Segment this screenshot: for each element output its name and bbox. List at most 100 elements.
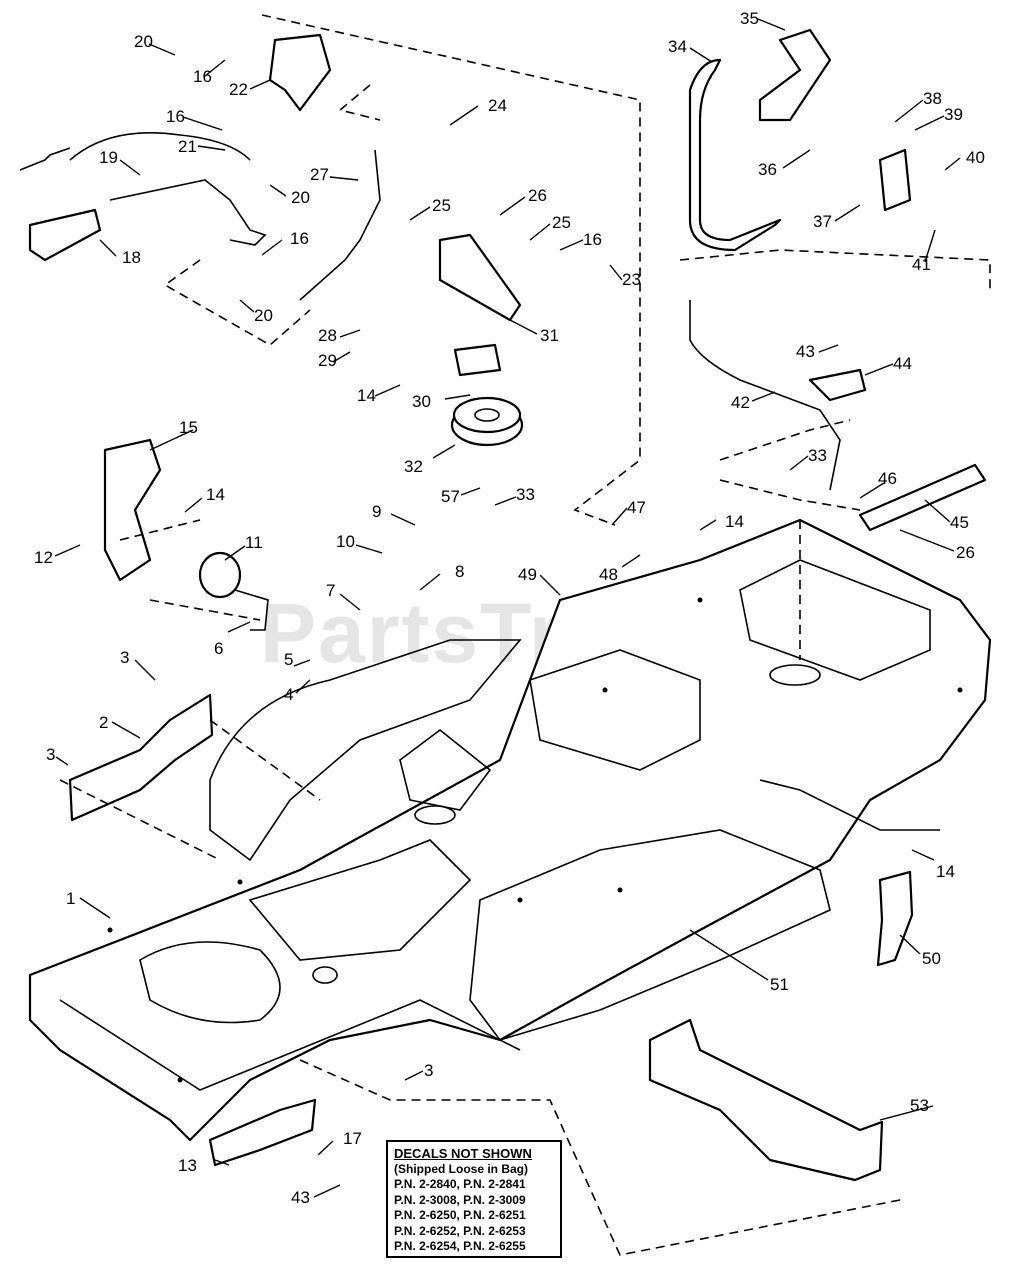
- callout-45: 45: [950, 513, 969, 532]
- callout-3: 3: [46, 745, 55, 764]
- callout-13: 13: [178, 1156, 197, 1175]
- callout-33: 33: [808, 446, 827, 465]
- callout-48: 48: [599, 565, 618, 584]
- bracket-15: [103, 438, 162, 582]
- callout-19: 19: [99, 148, 118, 167]
- decal-part-line: P.N. 2-6250, P.N. 2-6251: [394, 1208, 526, 1222]
- callout-11: 11: [245, 533, 263, 552]
- callout-32: 32: [404, 457, 423, 476]
- dashed-relations: [59, 14, 991, 1256]
- callout-16: 16: [290, 229, 309, 248]
- callout-20: 20: [291, 188, 310, 207]
- callout-3: 3: [120, 648, 129, 667]
- callout-26: 26: [528, 186, 547, 205]
- callout-57: 57: [441, 487, 460, 506]
- callout-35: 35: [740, 9, 759, 28]
- rod-27: [299, 149, 381, 301]
- decal-part-line: P.N. 2-2840, P.N. 2-2841: [394, 1177, 526, 1191]
- callout-46: 46: [878, 469, 897, 488]
- decal-part-line: P.N. 2-6254, P.N. 2-6255: [394, 1239, 526, 1253]
- decals-not-shown-box: DECALS NOT SHOWN (Shipped Loose in Bag) …: [386, 1140, 562, 1258]
- shift-lever-34: [688, 58, 782, 252]
- callout-38: 38: [923, 89, 942, 108]
- callout-31: 31: [540, 326, 559, 345]
- callout-8: 8: [455, 562, 464, 581]
- bracket-13: [208, 1098, 317, 1167]
- callout-27: 27: [310, 165, 329, 184]
- callout-30: 30: [412, 392, 431, 411]
- link-45: [858, 463, 987, 532]
- callout-42: 42: [731, 393, 750, 412]
- callout-23: 23: [622, 270, 641, 289]
- callout-47: 47: [627, 498, 646, 517]
- shift-lever-19: [109, 179, 267, 246]
- callout-2: 2: [99, 713, 108, 732]
- callout-14: 14: [725, 512, 744, 531]
- callout-1: 1: [66, 889, 75, 908]
- callout-40: 40: [966, 148, 985, 167]
- callout-20: 20: [254, 306, 273, 325]
- bracket-22: [268, 33, 332, 112]
- callout-20: 20: [134, 32, 153, 51]
- decals-box-title: DECALS NOT SHOWN: [394, 1146, 532, 1161]
- callout-12: 12: [34, 548, 53, 567]
- callout-44: 44: [893, 354, 912, 373]
- idler-arm-31: [438, 233, 522, 322]
- bracket-50: [876, 870, 914, 967]
- callout-4: 4: [284, 685, 293, 704]
- callout-5: 5: [284, 650, 293, 669]
- decal-part-line: P.N. 2-6252, P.N. 2-6253: [394, 1223, 526, 1238]
- callout-14: 14: [357, 386, 376, 405]
- handle-grip-35: [758, 28, 832, 122]
- bracket-2: [68, 693, 214, 822]
- callout-37: 37: [813, 212, 832, 231]
- callout-14: 14: [936, 862, 955, 881]
- callout-24: 24: [488, 96, 507, 115]
- callout-25: 25: [552, 213, 571, 232]
- leader-lines: [54, 18, 961, 1198]
- callout-51: 51: [770, 975, 789, 994]
- callout-39: 39: [944, 105, 963, 124]
- callout-21: 21: [178, 137, 197, 156]
- callout-16: 16: [193, 67, 212, 86]
- callout-7: 7: [326, 581, 335, 600]
- decal-part-line: P.N. 2-3008, P.N. 2-3009: [394, 1192, 526, 1207]
- callout-53: 53: [910, 1096, 929, 1115]
- callout-16: 16: [166, 107, 185, 126]
- callout-28: 28: [318, 326, 337, 345]
- callout-16: 16: [583, 230, 602, 249]
- callout-15: 15: [179, 418, 198, 437]
- callout-22: 22: [229, 80, 248, 99]
- callout-36: 36: [758, 160, 777, 179]
- rear-plate-44: [808, 368, 867, 402]
- callout-50: 50: [922, 949, 941, 968]
- decals-box-subtitle: (Shipped Loose in Bag): [394, 1161, 528, 1176]
- callout-14: 14: [206, 485, 225, 504]
- pulley-32: [450, 396, 524, 447]
- main-frame: [28, 518, 992, 1142]
- bracket-53: [648, 1018, 884, 1182]
- callout-17: 17: [343, 1129, 362, 1148]
- belt-guide-30: [453, 343, 502, 377]
- callout-18: 18: [122, 248, 141, 267]
- cable-21: [19, 132, 251, 171]
- rod-42: [689, 300, 841, 491]
- callout-25: 25: [432, 196, 451, 215]
- bracket-37: [878, 148, 912, 212]
- callout-33: 33: [516, 485, 535, 504]
- callout-29: 29: [318, 351, 337, 370]
- callout-9: 9: [372, 502, 381, 521]
- callout-43: 43: [291, 1188, 310, 1207]
- callout-41: 41: [912, 255, 931, 274]
- pulley-11: [198, 551, 269, 631]
- grip-18: [28, 208, 102, 262]
- callout-26: 26: [956, 543, 975, 562]
- callout-34: 34: [668, 37, 687, 56]
- callout-49: 49: [518, 565, 537, 584]
- callout-6: 6: [214, 639, 223, 658]
- callout-10: 10: [336, 532, 355, 551]
- callout-43: 43: [796, 342, 815, 361]
- callout-labels: 1 2 3 3 3 4 5 6 7 8 9 10 11 12 13 14 14 …: [34, 9, 985, 1207]
- callout-3: 3: [424, 1061, 433, 1080]
